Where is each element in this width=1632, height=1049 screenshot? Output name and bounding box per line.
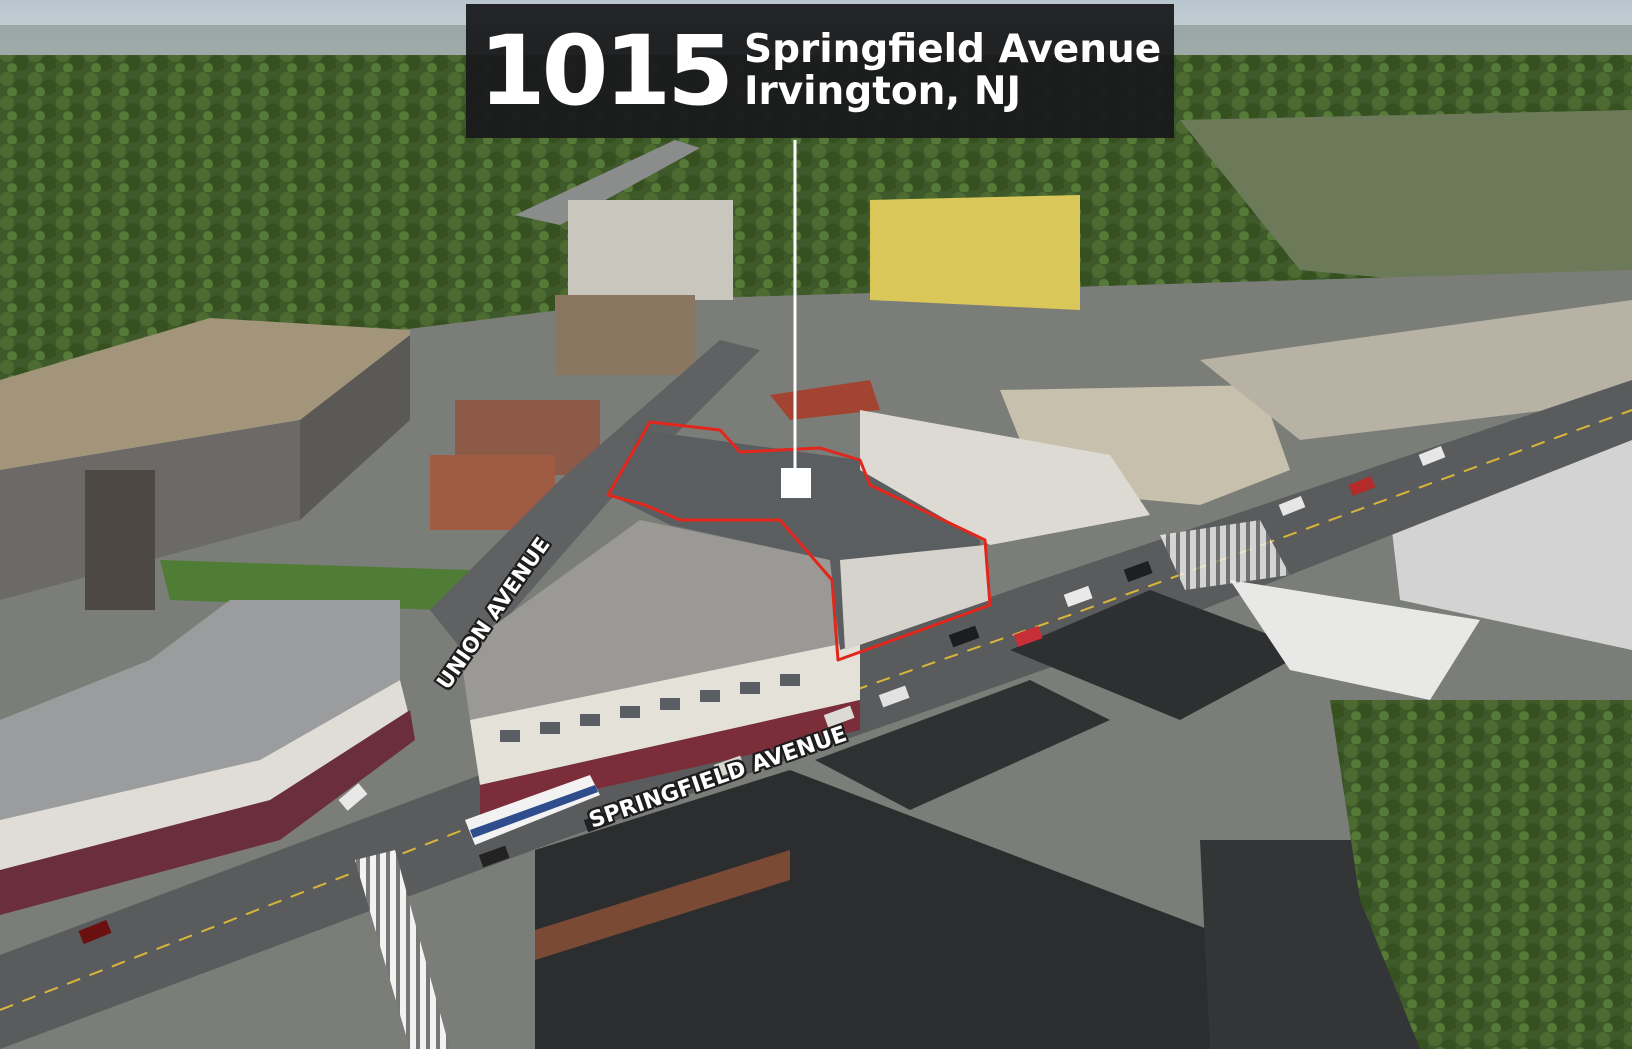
address-plate: 1015 Springfield Avenue Irvington, NJ: [466, 4, 1174, 138]
road-center-line: [0, 409, 1632, 1011]
marker-square: [781, 468, 811, 498]
foreground-roof-left: [535, 770, 1210, 1049]
commercial-row-far: [1200, 300, 1632, 440]
yellow-apartment-tower: [870, 195, 1080, 310]
stair-tower: [85, 470, 155, 610]
suburb-right: [1180, 110, 1632, 300]
cars: [78, 445, 1446, 945]
foreground-brick-wall: [535, 850, 790, 960]
crosswalk-right: [1160, 520, 1290, 590]
curved-building-storefronts: [0, 710, 415, 915]
union-avenue-road: [430, 340, 760, 660]
crosswalk: [355, 850, 450, 1049]
subject-parcel-facade: [840, 545, 990, 650]
subject-roof-front: [460, 520, 860, 720]
parcel-outline: [606, 420, 992, 662]
red-roof-building: [770, 380, 880, 420]
highway: [515, 140, 700, 225]
brick-building: [555, 295, 695, 375]
subject-facade-windows: [500, 674, 800, 742]
parking-garage-end: [300, 335, 410, 520]
foreground-white-roof: [1230, 580, 1480, 700]
subject-facade: [470, 640, 860, 785]
bus-stripe: [470, 785, 598, 838]
office-tower: [568, 200, 733, 300]
address-street: Springfield Avenue: [744, 27, 1162, 72]
foreground-roof-mid: [815, 680, 1110, 810]
address-number: 1015: [478, 15, 734, 127]
grass-lot: [160, 560, 470, 610]
foreground-roof-right: [1010, 590, 1310, 720]
adjacent-white-roof: [860, 410, 1150, 545]
curved-building-roof: [0, 600, 400, 820]
foreground-trees: [1330, 700, 1632, 1049]
address-lines: Springfield Avenue Irvington, NJ: [744, 29, 1161, 113]
address-city: Irvington, NJ: [744, 69, 1021, 114]
